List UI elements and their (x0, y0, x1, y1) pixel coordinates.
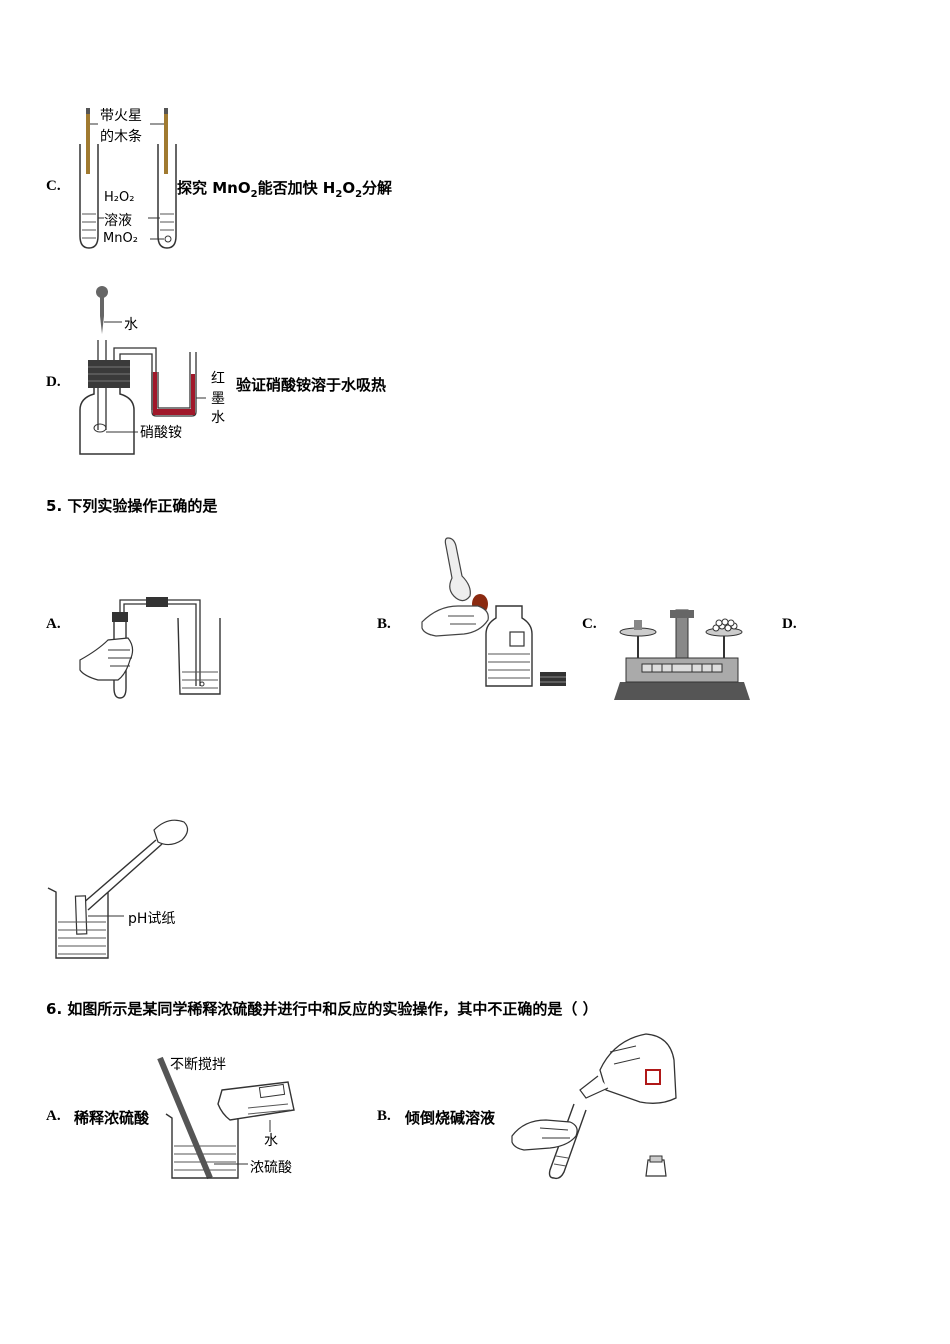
q4-d-flask-u-tube-figure (79, 286, 206, 455)
label-red-ink-1: 红 (211, 371, 225, 387)
q5-d-ph-paper-figure (47, 819, 189, 959)
q6-option-b-letter: B. (377, 1108, 391, 1124)
caption-part: 能否加快 H (257, 179, 336, 197)
q5-text: 下列实验操作正确的是 (67, 497, 218, 515)
label-mno2: MnO₂ (103, 231, 138, 246)
q6-option-b-caption: 倾倒烧碱溶液 (405, 1109, 496, 1127)
q5-option-b-letter: B. (377, 616, 391, 632)
q5-stem: 5. 下列实验操作正确的是 (46, 497, 218, 515)
label-water: 水 (124, 317, 138, 333)
label-water: 水 (264, 1133, 278, 1149)
label-conc-sulfuric-acid: 浓硫酸 (250, 1160, 292, 1176)
caption-sub: 2 (335, 189, 343, 200)
q5-option-d-letter: D. (782, 616, 797, 632)
label-stirring: 不断搅拌 (170, 1057, 226, 1073)
caption-part: 分解 (362, 179, 393, 197)
q5-a-airtightness-figure (79, 597, 221, 699)
caption-sub: 2 (250, 189, 258, 200)
label-red-ink-3: 水 (211, 410, 225, 426)
caption-part: O (342, 179, 356, 197)
q4-option-d-caption: 验证硝酸铵溶于水吸热 (236, 376, 387, 394)
caption-sub: 2 (355, 189, 363, 200)
q5-b-dropper-figure (421, 537, 566, 687)
q6-stem: 6. 如图所示是某同学稀释浓硫酸并进行中和反应的实验操作，其中不正确的是（ ） (46, 1000, 598, 1018)
label-ammonium-nitrate: 硝酸铵 (140, 425, 182, 441)
label-red-ink-2: 墨 (211, 391, 225, 407)
q5-c-balance-figure (614, 609, 750, 700)
q6-number: 6 (46, 1000, 57, 1018)
q5-number: 5 (46, 497, 57, 515)
q6-option-a-caption: 稀释浓硫酸 (74, 1109, 150, 1127)
q5-option-c-letter: C. (582, 616, 597, 632)
q6-b-pouring-figure (511, 1033, 677, 1180)
label-h2o2-line2: 溶液 (104, 213, 132, 229)
label-ph-paper: pH试纸 (128, 911, 176, 927)
q6-option-a-letter: A. (46, 1108, 61, 1124)
q4-option-c-caption: 探究 MnO2能否加快 H2O2分解 (177, 177, 392, 200)
caption-part: 探究 MnO (177, 179, 251, 197)
label-stick-line1: 带火星 (100, 108, 142, 124)
q4-c-test-tubes-figure (79, 108, 177, 249)
q6-text: 如图所示是某同学稀释浓硫酸并进行中和反应的实验操作，其中不正确的是（ ） (67, 1000, 598, 1018)
q4-option-c-letter: C. (46, 178, 61, 194)
q5-option-a-letter: A. (46, 616, 61, 632)
label-stick-line2: 的木条 (100, 129, 142, 145)
label-h2o2-line1: H₂O₂ (104, 190, 135, 205)
q6-a-dilution-figure (157, 1056, 295, 1180)
q4-option-d-letter: D. (46, 374, 61, 390)
